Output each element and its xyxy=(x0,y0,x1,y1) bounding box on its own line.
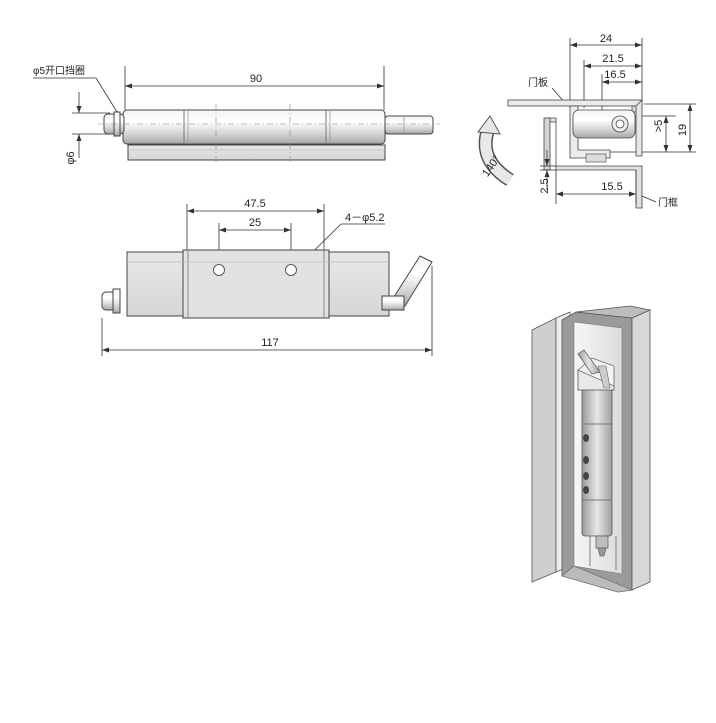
mount-hole xyxy=(213,264,225,276)
dim-holes-label: 4－φ5.2 xyxy=(345,212,385,224)
dim-phi6-label: φ6 xyxy=(65,151,77,164)
door-panel xyxy=(507,99,643,107)
door-panel-label: 门板 xyxy=(528,76,548,89)
dim-2-5-label: 2.5 xyxy=(539,178,551,193)
hinge-barrel xyxy=(122,109,386,145)
circlip-label: φ5开口挡圈 xyxy=(33,64,85,77)
hinge-front-leaf xyxy=(182,249,330,319)
door-frame xyxy=(547,117,643,209)
dim-16-5-label: 16.5 xyxy=(604,69,625,81)
dim-19-label: 19 xyxy=(677,124,689,136)
dim-gt5-label: >5 xyxy=(653,120,665,133)
iso-view xyxy=(531,305,652,593)
section-view: 24 21.5 16.5 >5 19 门板 门框 xyxy=(477,33,696,209)
dim-24-label: 24 xyxy=(600,33,612,45)
front-view: 47.5 25 4－φ5.2 117 xyxy=(101,198,433,356)
hinge-pin-right xyxy=(384,115,434,135)
dim-117-label: 117 xyxy=(261,337,279,349)
dim-25-label: 25 xyxy=(249,217,261,229)
iso-mount-hole xyxy=(583,434,589,442)
iso-mount-hole xyxy=(583,472,589,480)
iso-pin-handle xyxy=(577,349,601,375)
hinge-base-plate xyxy=(127,144,386,161)
mount-hole xyxy=(285,264,297,276)
dim-15-5-label: 15.5 xyxy=(601,181,622,193)
dim-21-5-label: 21.5 xyxy=(602,53,623,65)
top-view: 90 φ5开口挡圈 φ6 xyxy=(33,64,440,165)
iso-mount-hole xyxy=(583,456,589,464)
door-frame-label: 门框 xyxy=(658,196,678,209)
dim-90-label: 90 xyxy=(250,73,262,85)
iso-mount-hole xyxy=(583,486,589,494)
dim-47-5-label: 47.5 xyxy=(244,198,265,210)
